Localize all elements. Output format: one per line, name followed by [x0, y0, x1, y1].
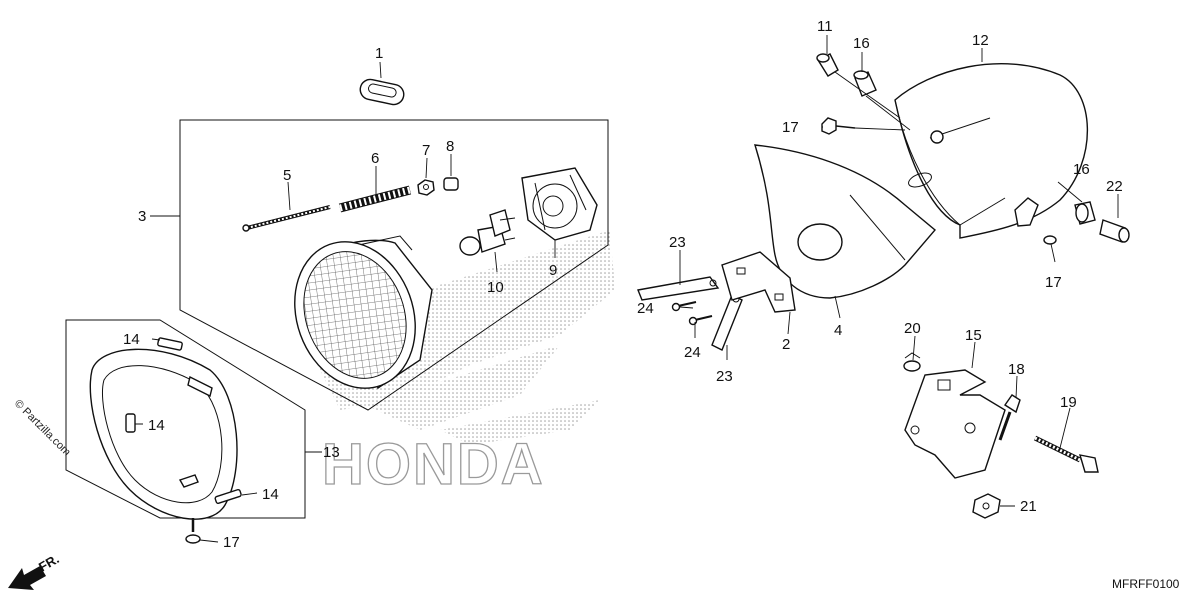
stay-screw-upper — [671, 301, 697, 312]
rim-screw — [185, 518, 201, 544]
nut — [417, 179, 435, 196]
bracket-bolt — [998, 394, 1021, 441]
spring — [338, 185, 412, 213]
rim-clip-left — [125, 413, 136, 433]
callout-24-upper: 24 — [637, 300, 654, 317]
flange-nut-top — [903, 352, 921, 372]
callout-leaders — [135, 35, 1119, 543]
lower-headlight-bracket — [904, 369, 1006, 479]
rim-clip-bottom — [214, 488, 242, 505]
callout-3: 3 — [138, 208, 146, 225]
callout-12: 12 — [972, 32, 989, 49]
headlight-bulb — [459, 209, 516, 256]
callout-23-lower: 23 — [716, 368, 733, 385]
mounting-bolt — [1033, 435, 1099, 473]
callout-17-rim: 17 — [223, 534, 240, 551]
adjusting-screw — [242, 205, 331, 232]
callout-7: 7 — [422, 142, 430, 159]
callout-18: 18 — [1008, 361, 1025, 378]
flange-nut-bottom — [972, 493, 1001, 519]
collar — [443, 177, 459, 191]
case-lead-lines — [834, 71, 911, 131]
diagram-code: MFRFF0100 — [1112, 577, 1180, 591]
copyright-text: © Partzilla.com — [12, 398, 73, 459]
callout-13: 13 — [323, 444, 340, 461]
group-box-headlight-unit — [179, 119, 609, 411]
callout-8: 8 — [446, 138, 454, 155]
callout-17-case-left: 17 — [782, 119, 799, 136]
callout-10: 10 — [487, 279, 504, 296]
callout-19: 19 — [1060, 394, 1077, 411]
callout-24-lower: 24 — [684, 344, 701, 361]
callout-15: 15 — [965, 327, 982, 344]
case-bolt — [816, 53, 839, 77]
callout-14-bottom: 14 — [262, 486, 279, 503]
case-bracket-tab — [1014, 197, 1039, 227]
callout-14-top: 14 — [123, 331, 140, 348]
callout-14-left: 14 — [148, 417, 165, 434]
headlight-stay-lower — [711, 294, 743, 351]
callout-21: 21 — [1020, 498, 1037, 515]
case-screw-left — [821, 117, 856, 135]
callout-1: 1 — [375, 45, 383, 62]
honda-watermark-text: HONDA — [322, 432, 545, 497]
case-screw-right — [1043, 235, 1057, 245]
callout-9: 9 — [549, 262, 557, 279]
headlight-case — [894, 63, 1088, 239]
front-direction-arrow-icon — [8, 566, 46, 590]
headlight-rim — [89, 348, 238, 520]
grommet — [359, 78, 405, 106]
headlight-stay-upper — [637, 276, 720, 301]
callout-2: 2 — [782, 336, 790, 353]
headlight-unit — [294, 235, 433, 390]
callout-5: 5 — [283, 167, 291, 184]
rim-clip-top — [157, 337, 183, 351]
headlight-mount-bracket — [721, 251, 796, 313]
callout-11: 11 — [817, 18, 833, 35]
case-collar-right — [1074, 201, 1096, 225]
callout-16-top: 16 — [853, 35, 870, 52]
callout-22: 22 — [1106, 178, 1123, 195]
callout-17-case-right: 17 — [1045, 274, 1062, 291]
callout-16-right: 16 — [1073, 161, 1090, 178]
callout-6: 6 — [371, 150, 379, 167]
case-side-bolt — [1099, 219, 1130, 243]
callout-4: 4 — [834, 322, 842, 339]
bulb-socket — [521, 167, 598, 241]
stay-screw-lower — [688, 315, 713, 326]
case-collar-top — [853, 70, 877, 97]
group-box-headlight-rim — [65, 319, 306, 519]
callout-20: 20 — [904, 320, 921, 337]
headlight-case-cover — [754, 144, 936, 299]
callout-23-upper: 23 — [669, 234, 686, 251]
